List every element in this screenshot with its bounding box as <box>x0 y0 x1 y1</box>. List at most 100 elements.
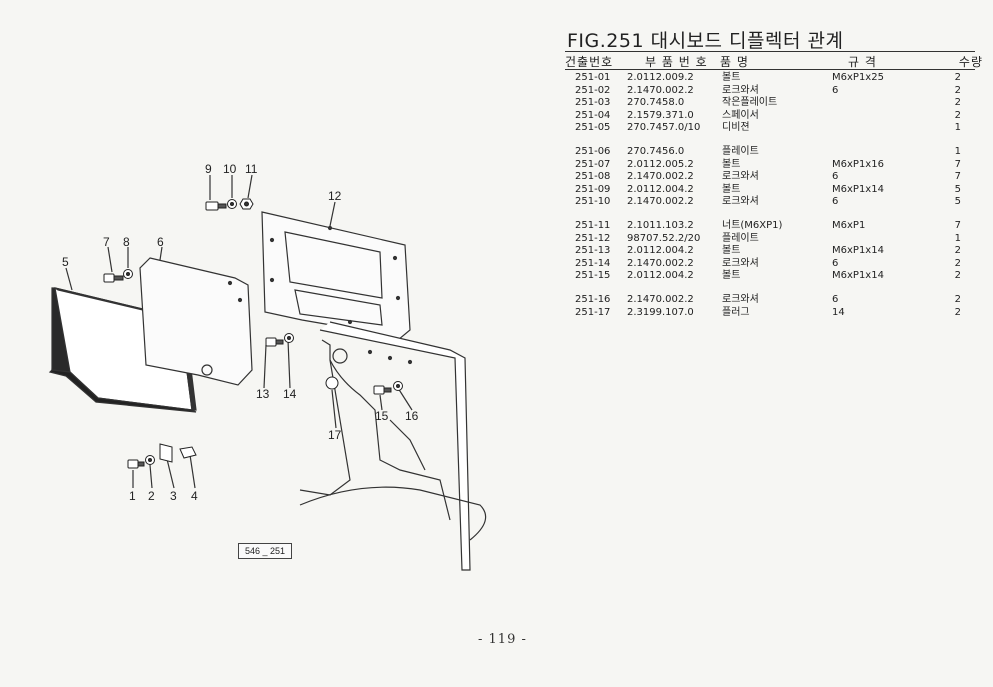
cell-spec: M6xP1 <box>832 219 866 231</box>
cell-part-no: 270.7458.0 <box>627 97 685 109</box>
cell-name: 플레이트 <box>722 145 759 157</box>
cell-part-no: 2.0112.004.2 <box>627 245 694 257</box>
cell-qty: 7 <box>954 158 961 170</box>
header-spec: 규 격 <box>848 55 877 69</box>
cell-no: 251-09 <box>575 183 611 195</box>
cell-qty: 2 <box>954 257 961 269</box>
cell-name: 플러그 <box>722 306 750 318</box>
part-6-plate <box>139 257 253 386</box>
cell-part-no: 2.0112.004.2 <box>627 183 694 195</box>
callout-16: 16 <box>405 409 419 423</box>
cell-name: 로크와셔 <box>722 84 759 96</box>
part-4-spacer <box>179 446 197 459</box>
cell-no: 251-01 <box>575 72 611 83</box>
header-qty: 수량 <box>958 55 983 69</box>
group-spacer <box>565 135 975 146</box>
cell-name: 너트(M6XP1) <box>722 219 783 231</box>
cell-spec: 6 <box>832 84 839 96</box>
cell-name: 작은플레이트 <box>722 97 778 109</box>
body-panel <box>319 321 471 571</box>
cell-no: 251-13 <box>575 245 611 257</box>
cell-name: 스페이서 <box>722 109 759 121</box>
cell-no: 251-08 <box>575 171 611 183</box>
cell-part-no: 2.1011.103.2 <box>627 219 694 231</box>
cell-qty: 2 <box>954 72 961 83</box>
parts-table-body: 251-01 2.0112.009.2 볼트 M6xP1x25 2 251-02 2.147… <box>565 72 975 319</box>
parts-table-header: 건출번호 부 품 번 호 품 명 규 격 수량 <box>565 51 982 70</box>
callout-8: 8 <box>123 235 130 249</box>
callout-6: 6 <box>157 235 164 249</box>
cell-name: 로크와셔 <box>722 257 759 269</box>
header-name: 품 명 <box>720 55 749 69</box>
cell-spec: 6 <box>832 196 839 208</box>
cell-spec: M6xP1x25 <box>832 72 884 83</box>
cell-qty: 5 <box>954 183 961 195</box>
cell-no: 251-04 <box>575 109 611 121</box>
callout-11: 11 <box>245 162 258 176</box>
cell-spec: 6 <box>832 171 839 183</box>
cell-qty: 2 <box>954 109 961 121</box>
cell-name: 볼트 <box>722 158 741 170</box>
part-13-bolt <box>265 337 277 347</box>
callout-7: 7 <box>103 235 110 249</box>
cell-name: 볼트 <box>722 245 741 257</box>
cell-no: 251-14 <box>575 257 611 269</box>
cell-part-no: 98707.52.2/20 <box>627 232 701 244</box>
cell-part-no: 2.0112.009.2 <box>627 72 694 83</box>
cell-no: 251-11 <box>575 219 611 231</box>
group-spacer <box>565 283 975 294</box>
drawing-code-label: 546 _ 251 <box>238 543 292 559</box>
cell-name: 로크와셔 <box>722 293 759 305</box>
cell-part-no: 2.1470.002.2 <box>627 171 694 183</box>
cell-qty: 2 <box>954 293 961 305</box>
cell-name: 플레이트 <box>722 232 759 244</box>
cell-name: 로크와셔 <box>722 171 759 183</box>
table-row: 251-11 2.1011.103.2 너트(M6XP1) M6xP1 7 <box>565 220 975 233</box>
cell-qty: 7 <box>954 219 961 231</box>
cell-qty: 1 <box>954 145 961 157</box>
callout-14: 14 <box>283 387 297 401</box>
cell-qty: 5 <box>954 196 961 208</box>
callout-1: 1 <box>129 489 136 503</box>
callout-4: 4 <box>191 489 198 503</box>
part-12-deflector-plate <box>261 211 411 341</box>
callout-13: 13 <box>256 387 270 401</box>
cell-no: 251-12 <box>575 232 611 244</box>
cell-part-no: 2.1579.371.0 <box>627 109 694 121</box>
cell-spec: 6 <box>832 257 839 269</box>
cell-no: 251-17 <box>575 306 611 318</box>
cell-no: 251-02 <box>575 84 611 96</box>
cell-spec: M6xP1x16 <box>832 158 884 170</box>
part-7-bolt <box>103 273 115 283</box>
cell-part-no: 270.7457.0/10 <box>627 122 701 134</box>
cell-no: 251-10 <box>575 196 611 208</box>
part-1-bolt <box>127 459 139 469</box>
cell-no: 251-15 <box>575 270 611 282</box>
page-number: - 119 - <box>478 632 527 647</box>
part-17-plug <box>325 376 339 390</box>
cell-spec: 14 <box>832 306 845 318</box>
cell-qty: 1 <box>954 122 961 134</box>
part-15-bolt <box>373 385 385 395</box>
cell-part-no: 2.1470.002.2 <box>627 196 694 208</box>
cell-qty: 2 <box>954 245 961 257</box>
callout-3: 3 <box>170 489 177 503</box>
header-no: 건출번호 <box>565 55 614 69</box>
cell-part-no: 2.3199.107.0 <box>627 306 694 318</box>
cell-spec: 6 <box>832 293 839 305</box>
part-3-small-plate <box>159 443 173 463</box>
cell-name: 볼트 <box>722 183 741 195</box>
callout-5: 5 <box>62 255 69 269</box>
group-spacer <box>565 209 975 220</box>
